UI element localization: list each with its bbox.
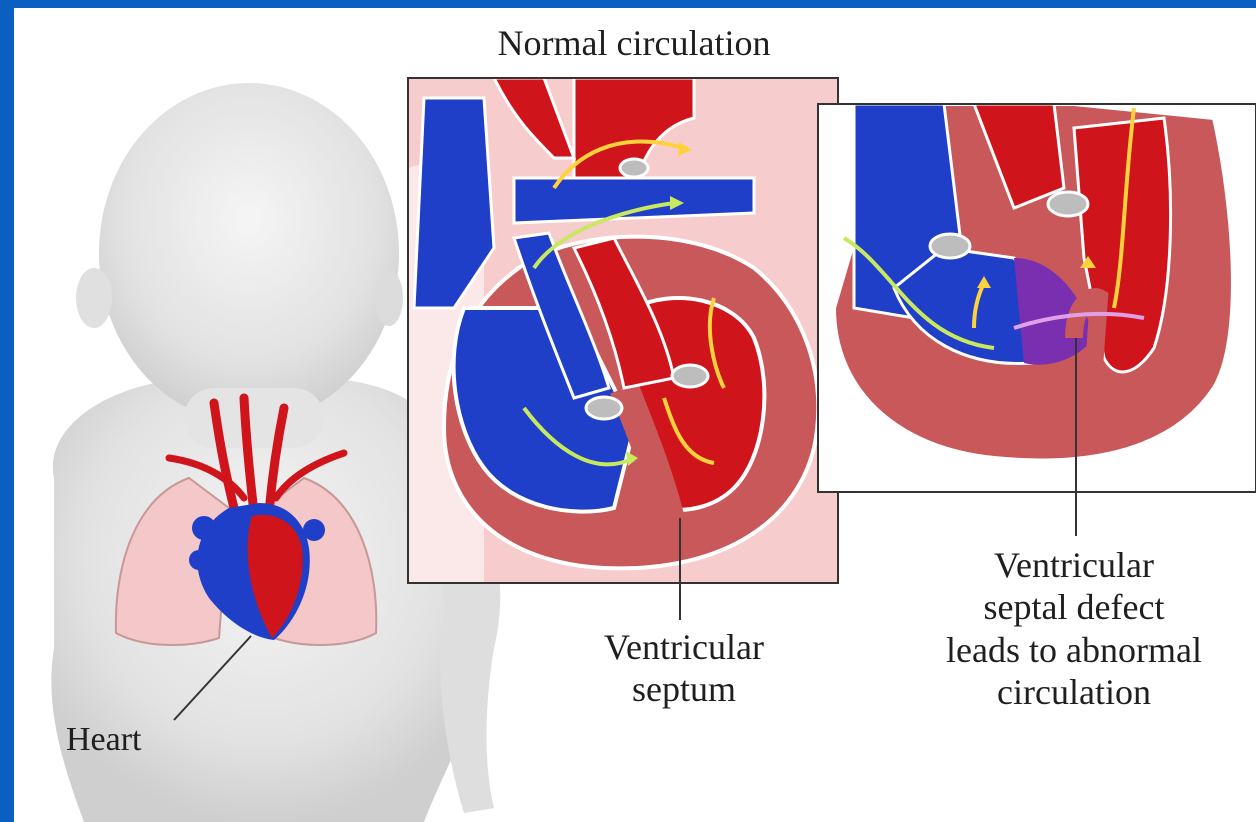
baby-neck <box>184 388 324 448</box>
vsd-label-line-1: Ventricular <box>892 544 1256 586</box>
baby-ear-left <box>76 268 112 328</box>
baby-ear-right <box>375 270 403 326</box>
title-label: Normal circulation <box>424 22 844 64</box>
vsd-label-line-2: septal defect <box>892 586 1256 628</box>
normal-valve-3 <box>620 159 648 177</box>
septum-label-line-2: septum <box>554 668 814 710</box>
normal-valve-2 <box>672 365 708 387</box>
vsd-panel <box>818 104 1256 536</box>
small-vein-node-3 <box>189 550 209 570</box>
normal-valve-1 <box>586 397 622 419</box>
vsd-valve-2 <box>1048 192 1088 216</box>
septum-label-line-1: Ventricular <box>554 626 814 668</box>
vsd-label-line-4: circulation <box>892 671 1256 713</box>
vsd-label: Ventricular septal defect leads to abnor… <box>892 544 1256 714</box>
small-vein-node-1 <box>192 516 216 540</box>
normal-circulation-panel <box>408 78 838 620</box>
vsd-label-line-3: leads to abnormal <box>892 629 1256 671</box>
baby-head <box>99 83 399 423</box>
small-vein-node-2 <box>303 519 325 541</box>
septum-label: Ventricular septum <box>554 626 814 711</box>
heart-label: Heart <box>66 720 142 760</box>
vsd-valve-1 <box>930 234 970 258</box>
diagram-canvas: Normal circulation Heart Ventricular sep… <box>14 8 1256 822</box>
